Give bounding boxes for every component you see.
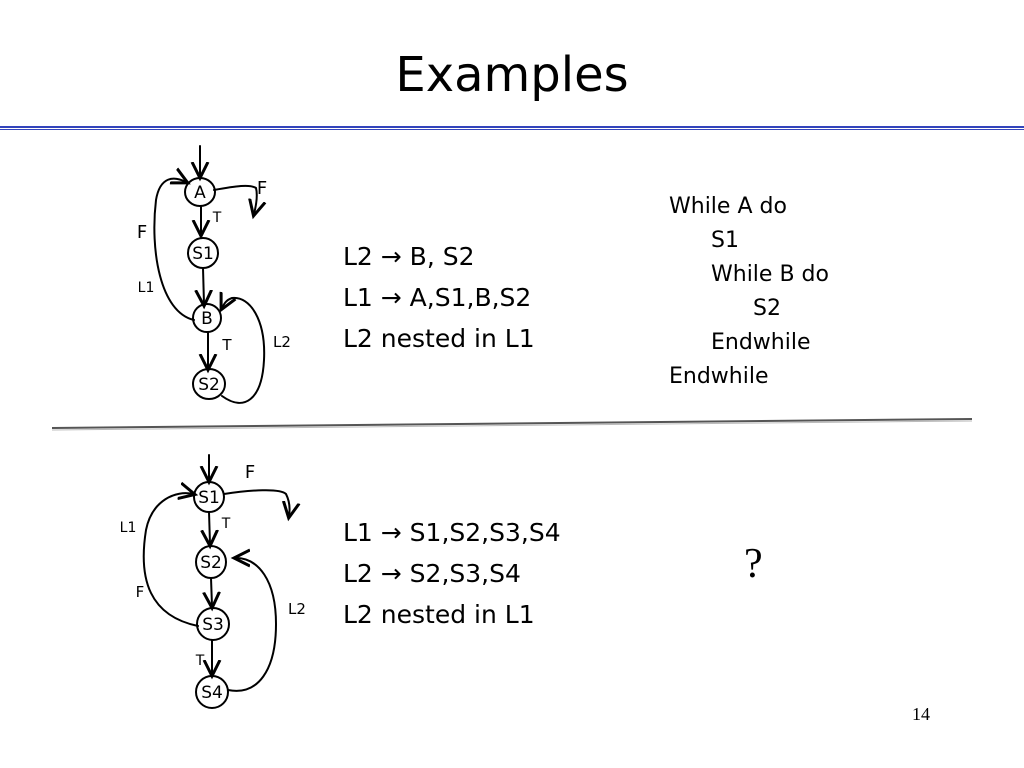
graph1-label-f-back: F: [137, 222, 147, 243]
graph2-label-t-s3: T: [195, 653, 205, 669]
graph1-node-s1: S1: [192, 244, 214, 264]
graph1-node-a: A: [194, 183, 206, 203]
graph1-node-b: B: [201, 309, 213, 329]
graph2-label-f-back: F: [136, 583, 145, 601]
example2-loop-list: L1 → S1,S2,S3,S4 L2 → S2,S3,S4 L2 nested…: [343, 512, 561, 635]
code-line-while-a: While A do: [669, 194, 787, 219]
graph1-label-t-b: T: [221, 336, 232, 354]
example2-loop-l2: L2 → S2,S3,S4: [343, 559, 521, 588]
example2-loop-l1: L1 → S1,S2,S3,S4: [343, 518, 561, 547]
graph1-label-f-exit: F: [257, 178, 267, 199]
code-line-endwhile-outer: Endwhile: [669, 364, 769, 389]
code-line-s2: S2: [753, 296, 781, 321]
example1-loop-l1: L1 → A,S1,B,S2: [343, 283, 532, 312]
page-number: 14: [912, 704, 930, 724]
graph2-label-t-s1: T: [221, 516, 231, 532]
question-mark: ?: [744, 541, 763, 587]
graph1-node-s2: S2: [198, 375, 220, 395]
graph2-node-s4: S4: [201, 683, 223, 703]
example1-nesting: L2 nested in L1: [343, 324, 535, 353]
graph1-label-l1: L1: [138, 280, 155, 296]
graph2-label-l1: L1: [120, 520, 137, 536]
code-line-while-b: While B do: [711, 262, 829, 287]
graph2-label-l2: L2: [288, 600, 306, 618]
example1-loop-l2: L2 → B, S2: [343, 242, 475, 271]
slide-title: Examples: [395, 47, 629, 103]
graph2-node-s2: S2: [200, 553, 222, 573]
code-line-s1: S1: [711, 228, 739, 253]
graph1-label-l2: L2: [273, 333, 291, 351]
graph2-node-s1: S1: [198, 488, 220, 508]
graph1-label-t-a: T: [212, 210, 222, 226]
graph2-label-f-exit: F: [245, 462, 255, 483]
example1-loop-list: L2 → B, S2 L1 → A,S1,B,S2 L2 nested in L…: [343, 236, 535, 359]
graph2-node-s3: S3: [202, 615, 224, 635]
title-underline: [0, 126, 1024, 130]
example2-nesting: L2 nested in L1: [343, 600, 535, 629]
example1-pseudocode: While A do S1 While B do S2 Endwhile End…: [669, 190, 829, 394]
code-line-endwhile-inner: Endwhile: [711, 330, 811, 355]
